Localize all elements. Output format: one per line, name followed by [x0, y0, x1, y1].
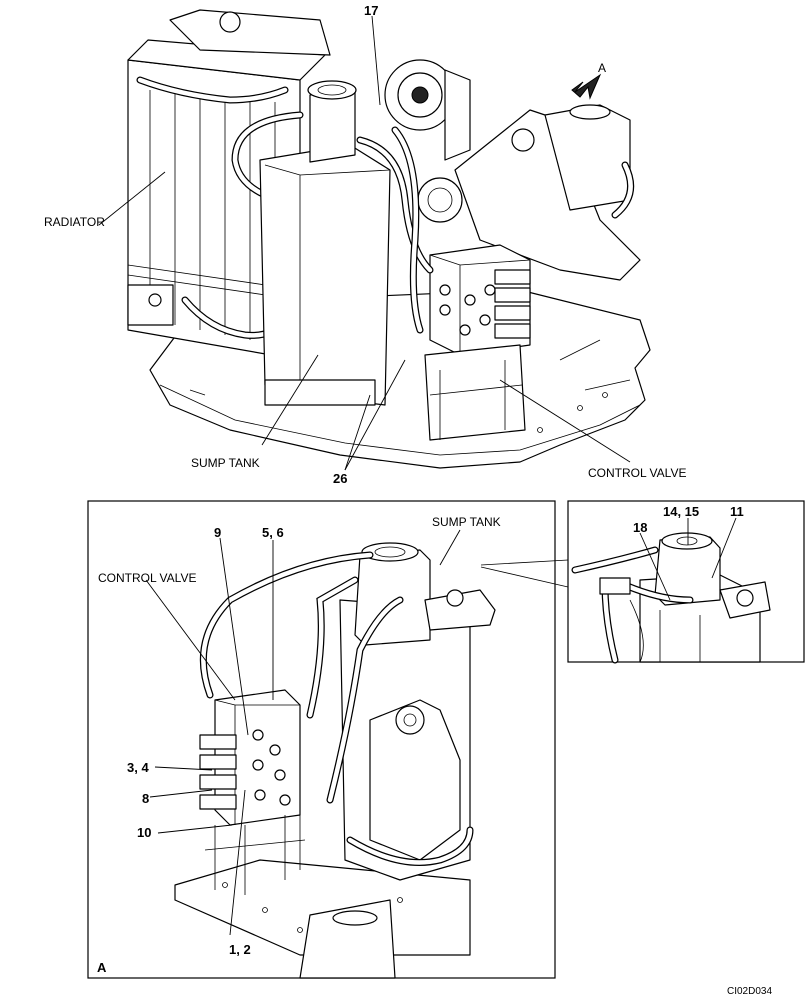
view-arrow-icon [571, 73, 602, 100]
main-view [98, 9, 651, 471]
callout-10: 10 [137, 825, 151, 840]
callout-3-4: 3, 4 [127, 760, 149, 775]
view-arrow-label: A [598, 61, 606, 75]
callout-17: 17 [364, 3, 378, 18]
radiator [127, 9, 331, 361]
callout-8: 8 [142, 791, 149, 806]
sump-tank [259, 80, 391, 406]
figure-code: CI02D034 [727, 986, 772, 997]
callout-9: 9 [214, 525, 221, 540]
callout-26: 26 [333, 471, 347, 486]
detail-sump-tank-label: SUMP TANK [432, 515, 501, 529]
detail-corner-label: A [97, 960, 107, 975]
detail-view-a [87, 500, 556, 979]
callout-14-15: 14, 15 [663, 504, 699, 519]
control-valve [424, 244, 531, 441]
control-valve-label: CONTROL VALVE [588, 466, 686, 480]
callout-18: 18 [633, 520, 647, 535]
detail-control-valve-label: CONTROL VALVE [98, 571, 196, 585]
callout-1-2: 1, 2 [229, 942, 251, 957]
callout-11: 11 [730, 504, 744, 519]
boom-bracket [454, 104, 641, 281]
detail-control-valve [199, 689, 306, 895]
callout-5-6: 5, 6 [262, 525, 284, 540]
sump-tank-label: SUMP TANK [191, 456, 260, 470]
radiator-label: RADIATOR [44, 215, 105, 229]
pump [384, 59, 471, 223]
inset-view [480, 500, 805, 664]
